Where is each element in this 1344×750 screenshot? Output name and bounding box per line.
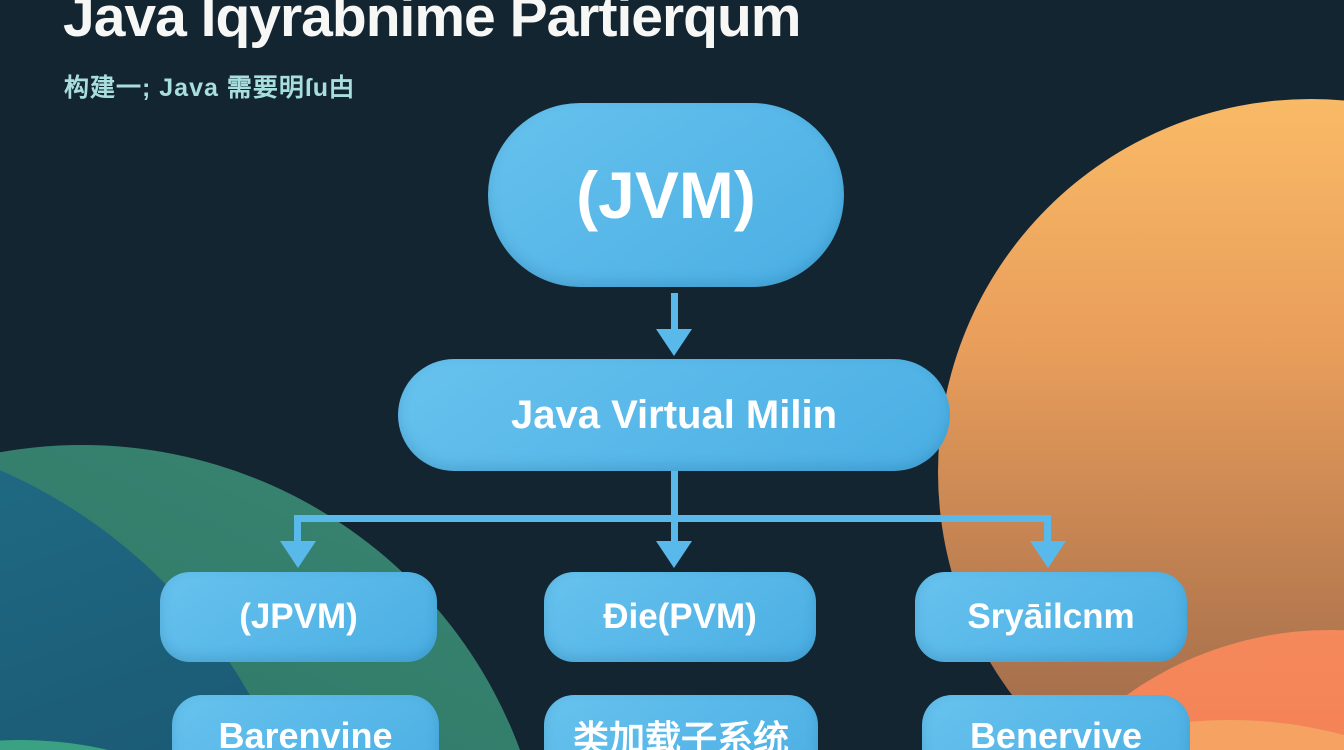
connector-horizontal-bar — [294, 515, 1051, 522]
arrow-down-icon — [1030, 541, 1066, 568]
node-jvm-root: (JVM) — [488, 103, 844, 287]
page-title: Java Iqyrabnime Partierqum — [63, 0, 802, 49]
node-java-virtual: Java Virtual Milin — [398, 359, 950, 471]
node-branch-2-sub: 类加载子系统 — [544, 695, 818, 750]
node-branch-3-sub: Benervive — [922, 695, 1190, 750]
connector-left-drop — [294, 515, 301, 543]
connector-branch-stem — [671, 471, 678, 519]
connector-root-stem — [671, 293, 678, 331]
arrow-down-icon — [656, 541, 692, 568]
connector-middle-drop — [671, 522, 678, 543]
connector-right-drop — [1044, 515, 1051, 543]
page-subtitle: 构建一; Java 需要明ſu甴 — [64, 74, 356, 102]
node-branch-2: Ðie(PVM) — [544, 572, 816, 662]
node-branch-1: (JPVM) — [160, 572, 437, 662]
node-branch-1-sub: Barenvine — [172, 695, 439, 750]
node-branch-3: Sryāilcnm — [915, 572, 1187, 662]
arrow-down-icon — [656, 329, 692, 356]
arrow-down-icon — [280, 541, 316, 568]
